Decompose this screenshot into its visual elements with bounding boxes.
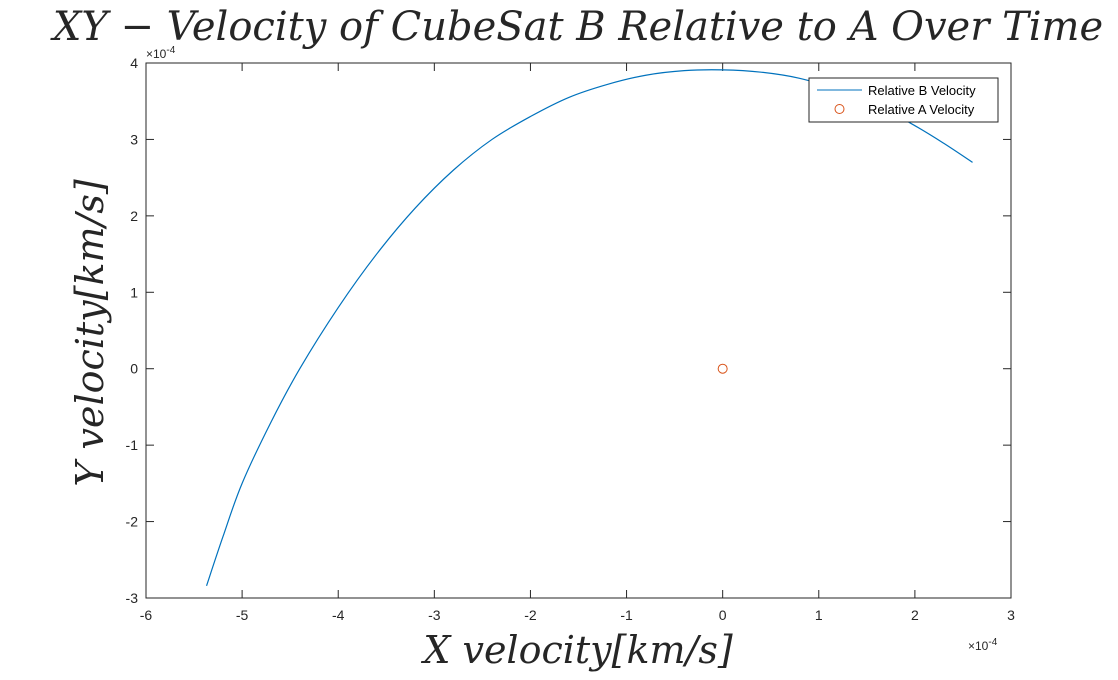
x-tick-label: 1	[815, 607, 823, 623]
x-tick-label: -6	[140, 607, 153, 623]
y-axis-ticks: -3 -2 -1 0 1 2 3 4	[126, 55, 1011, 606]
x-tick-label: 2	[911, 607, 919, 623]
y-tick-label: 3	[130, 131, 138, 147]
legend: Relative B Velocity Relative A Velocity	[808, 77, 999, 123]
data-point-relative-a-velocity	[717, 363, 728, 374]
x-axis-title: X velocity[km/s]	[420, 628, 732, 672]
plot-area	[145, 62, 1012, 599]
y-exponent-base: ×10	[146, 47, 167, 61]
y-axis-title: Y velocity[km/s]	[68, 179, 112, 487]
y-tick-label: -1	[126, 437, 139, 453]
x-exponent-label: ×10-4	[968, 637, 998, 653]
y-exponent-label: ×10-4	[146, 45, 176, 61]
y-tick-label: -3	[126, 590, 139, 606]
x-axis-ticks: -6 -5 -4 -3 -2 -1 0 1 2 3	[140, 63, 1015, 623]
x-tick-label: -4	[332, 607, 345, 623]
y-tick-label: 4	[130, 55, 138, 71]
legend-entry-relative-b-velocity: Relative B Velocity	[868, 83, 976, 98]
legend-entry-relative-a-velocity: Relative A Velocity	[868, 102, 975, 117]
legend-box	[808, 77, 999, 123]
x-tick-label: 3	[1007, 607, 1015, 623]
x-exponent-power: -4	[988, 637, 997, 648]
y-tick-label: 0	[130, 361, 138, 377]
y-tick-label: 2	[130, 208, 138, 224]
x-tick-label: -3	[428, 607, 441, 623]
y-exponent-power: -4	[166, 45, 175, 56]
x-tick-label: -5	[236, 607, 249, 623]
x-exponent-base: ×10	[968, 639, 989, 653]
x-tick-label: -1	[620, 607, 633, 623]
y-tick-label: -2	[126, 514, 139, 530]
y-tick-label: 1	[130, 284, 138, 300]
chart-title: XY − Velocity of CubeSat B Relative to A…	[50, 4, 1103, 50]
legend-marker-swatch	[834, 104, 845, 114]
x-tick-label: 0	[719, 607, 727, 623]
x-tick-label: -2	[524, 607, 537, 623]
